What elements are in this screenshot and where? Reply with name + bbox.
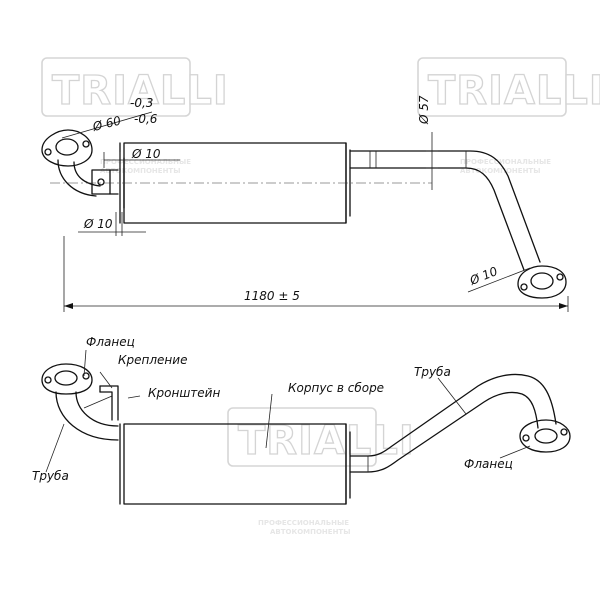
top-view: -0,3 Ø 60 -0,6 Ø 10 Ø 10 Ø 57 Ø 10 [41, 95, 569, 312]
watermark-brand: TRIALLI [428, 68, 600, 114]
watermark-brand: TRIALLI [52, 68, 229, 114]
mount-bottom [99, 385, 119, 421]
watermark-tagline-2: АВТОКОМПОНЕНТЫ [460, 167, 540, 175]
dim-length: 1180 ± 5 [244, 289, 300, 303]
outlet-pipe-top [349, 150, 541, 271]
label-pipe-right: Труба [414, 365, 451, 379]
label-flange-left: Фланец [86, 335, 135, 349]
watermark-brand: TRIALLI [238, 418, 415, 464]
label-bracket: Кронштейн [148, 386, 220, 400]
dim-hole-3: Ø 10 [467, 264, 500, 288]
dim-flange-tol-lower: -0,6 [134, 112, 158, 126]
watermark-tagline-2: АВТОКОМПОНЕНТЫ [270, 528, 350, 536]
dim-flange-tol-upper: -0,3 [130, 96, 153, 110]
right-flange-top [517, 265, 567, 299]
dim-pipe-dia: Ø 57 [417, 95, 431, 125]
dim-hole-2: Ø 10 [83, 217, 113, 231]
label-mount: Крепление [118, 353, 187, 367]
watermark-bottom-center: TRIALLI ПРОФЕССИОНАЛЬНЫЕ АВТОКОМПОНЕНТЫ [227, 407, 415, 536]
dim-hole-1: Ø 10 [131, 147, 161, 161]
left-flange-top [41, 129, 93, 167]
muffler-body-bottom [119, 423, 351, 505]
right-flange-bottom [519, 419, 571, 453]
watermark-top-left: TRIALLI [41, 57, 229, 117]
label-flange-right: Фланец [464, 457, 513, 471]
watermark-top-right: TRIALLI ПРОФЕССИОНАЛЬНЫЕ АВТОКОМПОНЕНТЫ [417, 57, 600, 175]
bottom-view: Фланец Крепление Кронштейн Корпус в сбор… [32, 335, 571, 505]
watermark-tagline-1: ПРОФЕССИОНАЛЬНЫЕ [258, 519, 349, 527]
labels-bottom: Фланец Крепление Кронштейн Корпус в сбор… [32, 335, 531, 483]
outlet-pipe-bottom [349, 373, 557, 473]
watermark-tagline-2: АВТОКОМПОНЕНТЫ [100, 167, 180, 175]
label-body: Корпус в сборе [288, 381, 384, 395]
label-pipe-left: Труба [32, 469, 69, 483]
bracket-top [91, 169, 119, 195]
dimensions-top: -0,3 Ø 60 -0,6 Ø 10 Ø 10 Ø 57 Ø 10 [61, 95, 569, 312]
watermark-tagline-1: ПРОФЕССИОНАЛЬНЫЕ [100, 158, 191, 166]
watermark-tagline-1: ПРОФЕССИОНАЛЬНЫЕ [460, 158, 551, 166]
watermark-top-middle: ПРОФЕССИОНАЛЬНЫЕ АВТОКОМПОНЕНТЫ [100, 158, 191, 175]
